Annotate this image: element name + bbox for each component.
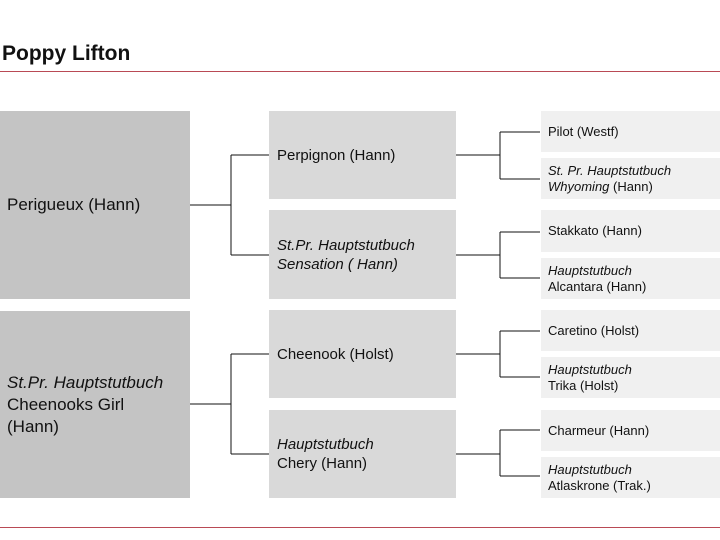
connector-gen2-4 xyxy=(456,429,540,477)
ssd-suffix: (Hann) xyxy=(609,178,653,194)
sire-dam-box: St.Pr. Hauptstutbuch Sensation ( Hann) xyxy=(269,210,456,299)
dam-dam-name: Chery (Hann) xyxy=(277,455,368,472)
connector-gen2-3 xyxy=(456,330,540,378)
ddd-box: Hauptstutbuch Atlaskrone (Trak.) xyxy=(541,457,720,498)
dsd-box: Hauptstutbuch Trika (Holst) xyxy=(541,357,720,398)
ddd-prefix: Hauptstutbuch xyxy=(548,461,632,477)
sire-name: Perigueux (Hann) xyxy=(7,195,141,214)
ddd-name: Atlaskrone (Trak.) xyxy=(548,477,651,493)
sss-box: Pilot (Westf) xyxy=(541,111,720,152)
connector-gen2-2 xyxy=(456,231,540,279)
dam-dam-prefix: Hauptstutbuch xyxy=(277,436,374,453)
sire-box: Perigueux (Hann) xyxy=(0,111,190,299)
sdd-prefix: Hauptstutbuch xyxy=(548,262,632,278)
connector-gen1-top xyxy=(190,154,269,256)
sds-name: Stakkato (Hann) xyxy=(548,223,642,238)
ssd-name: Whyoming xyxy=(548,178,610,194)
ssd-prefix: St. Pr. Hauptstutbuch xyxy=(548,162,672,178)
dsd-name: Trika (Holst) xyxy=(548,377,619,393)
sds-box: Stakkato (Hann) xyxy=(541,210,720,252)
title-divider xyxy=(0,71,720,72)
dam-prefix: St.Pr. Hauptstutbuch xyxy=(7,372,164,392)
sire-sire-name: Perpignon (Hann) xyxy=(277,146,396,164)
connector-gen2-1 xyxy=(456,131,540,180)
footer-divider xyxy=(0,527,720,528)
sire-sire-box: Perpignon (Hann) xyxy=(269,111,456,199)
sss-name: Pilot (Westf) xyxy=(548,123,619,139)
dam-name-line2: (Hann) xyxy=(7,416,59,436)
dam-name-line1: Cheenooks Girl xyxy=(7,394,125,414)
dam-sire-box: Cheenook (Holst) xyxy=(269,310,456,398)
sdd-box: Hauptstutbuch Alcantara (Hann) xyxy=(541,258,720,299)
connector-gen1-bottom xyxy=(190,353,269,455)
page-title: Poppy Lifton xyxy=(2,42,131,65)
dsd-prefix: Hauptstutbuch xyxy=(548,361,632,377)
sire-dam-name: Sensation ( Hann) xyxy=(277,255,398,273)
ssd-box: St. Pr. Hauptstutbuch Whyoming (Hann) xyxy=(541,158,720,199)
dam-dam-box: Hauptstutbuch Chery (Hann) xyxy=(269,410,456,498)
dam-box: St.Pr. Hauptstutbuch Cheenooks Girl (Han… xyxy=(0,311,190,498)
sire-dam-prefix: St.Pr. Hauptstutbuch xyxy=(277,236,415,254)
dss-name: Caretino (Holst) xyxy=(548,322,640,338)
dds-name: Charmeur (Hann) xyxy=(548,422,650,438)
dam-sire-name: Cheenook (Holst) xyxy=(277,345,394,363)
dds-box: Charmeur (Hann) xyxy=(541,410,720,451)
sdd-name: Alcantara (Hann) xyxy=(548,278,647,294)
dss-box: Caretino (Holst) xyxy=(541,310,720,351)
